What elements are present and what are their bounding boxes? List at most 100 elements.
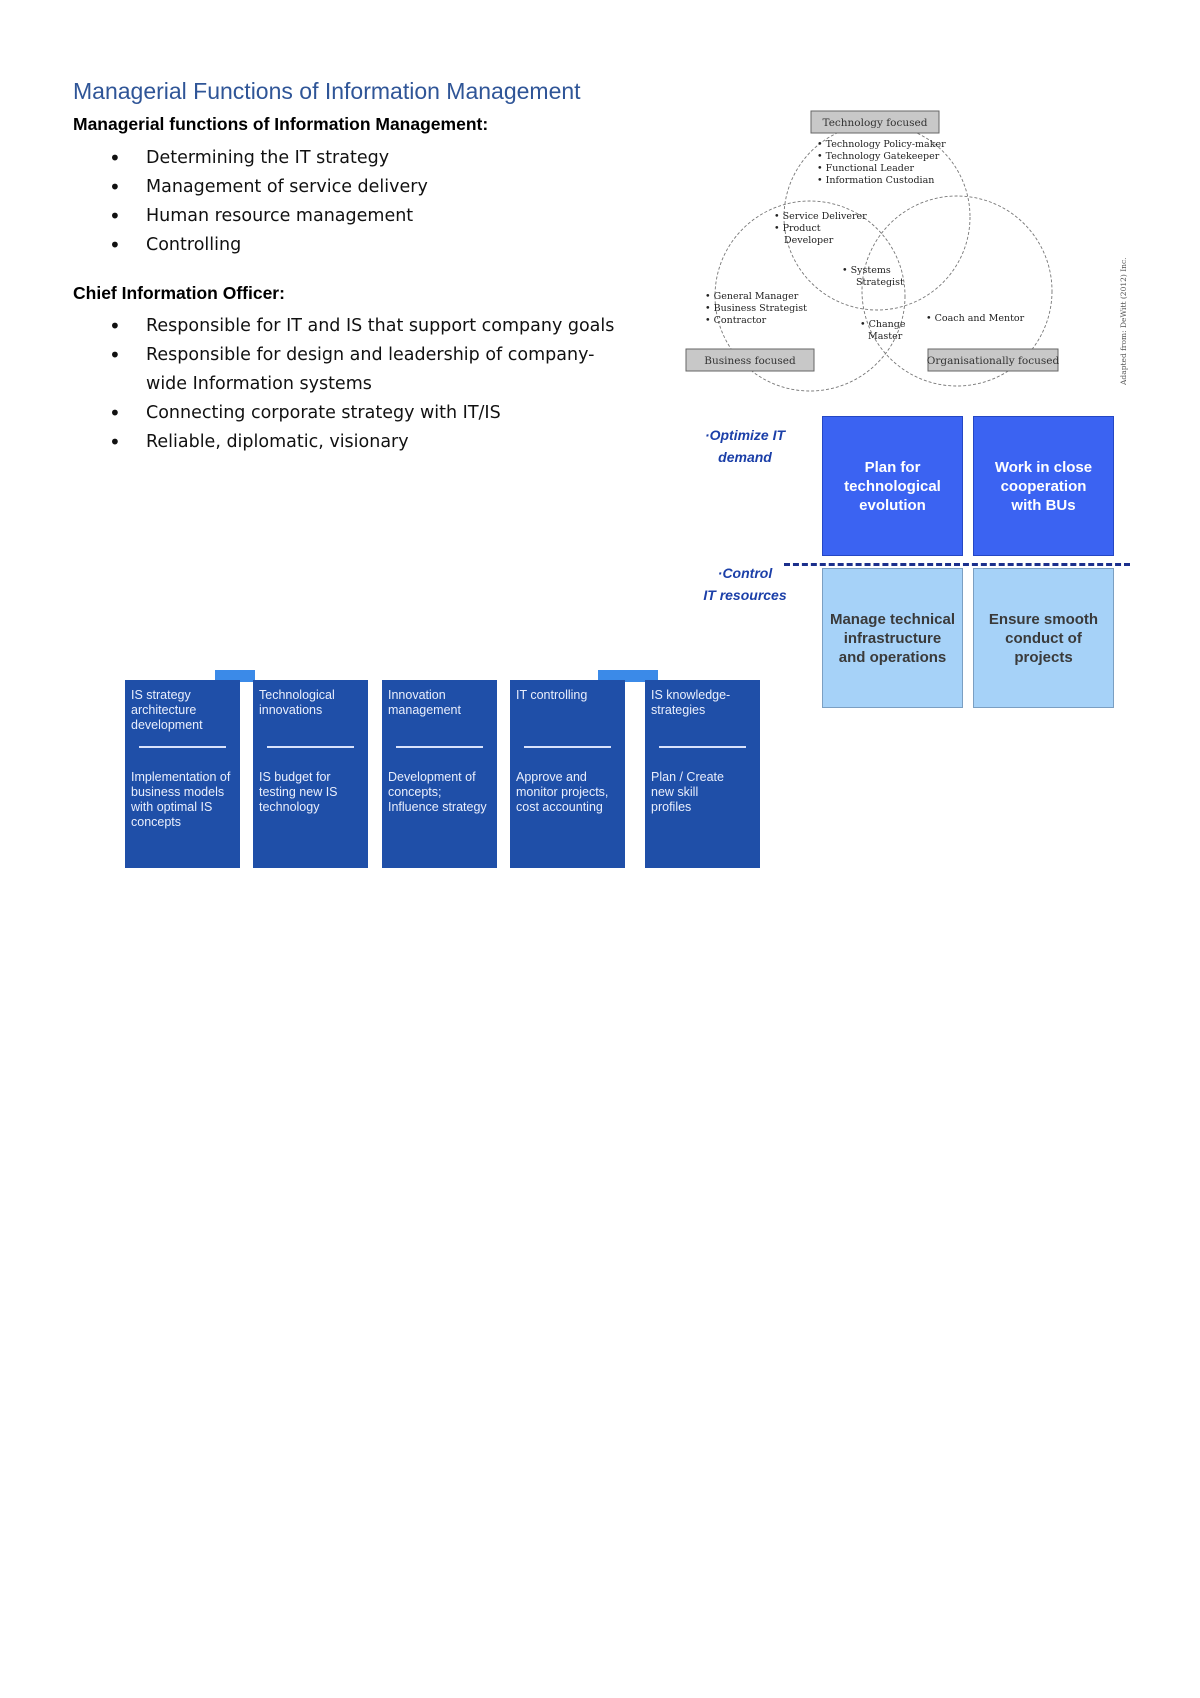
venn-text: • Technology Gatekeeper <box>817 151 940 162</box>
list-item: Human resource management <box>73 202 633 231</box>
column-tab-accent <box>215 670 255 682</box>
cell-line: conduct of <box>1005 629 1082 647</box>
venn-text: Strategist <box>856 277 904 288</box>
venn-text: • General Manager <box>705 291 799 302</box>
venn-label-box <box>810 110 940 134</box>
column-divider <box>267 746 354 748</box>
cell-line: technological <box>844 477 941 495</box>
column-text: IS strategy <box>131 688 191 702</box>
column-divider <box>139 746 226 748</box>
column-text: Technological <box>259 688 335 702</box>
column-text: IS knowledge- <box>651 688 731 702</box>
column-text: development <box>131 718 203 732</box>
section-heading-cio: Chief Information Officer: <box>73 283 285 303</box>
venn-text: • Contractor <box>705 315 767 326</box>
column-tab-accent <box>598 670 658 682</box>
column-text: management <box>388 703 461 717</box>
column-text: new skill <box>651 785 699 799</box>
grid-cell-manage-infrastructure: Manage technical infrastructure and oper… <box>822 568 963 708</box>
list-item: Responsible for IT and IS that support c… <box>73 312 633 341</box>
column-text: Influence strategy <box>388 800 487 814</box>
list-item: Management of service delivery <box>73 173 633 202</box>
column-text: strategies <box>651 703 706 717</box>
list-item: Controlling <box>73 231 633 260</box>
cell-line: with BUs <box>1011 496 1076 514</box>
column-text: monitor projects, <box>516 785 609 799</box>
column-text: technology <box>259 800 320 814</box>
column-text: concepts <box>131 815 182 829</box>
column-text: Implementation of <box>131 770 231 784</box>
venn-text: • Change <box>860 319 906 330</box>
managerial-functions-list: Determining the IT strategy Management o… <box>73 144 633 260</box>
venn-text: Master <box>868 331 903 342</box>
cell-line: Plan for <box>864 458 921 476</box>
venn-text: • Technology Policy-maker <box>817 139 946 150</box>
cio-list: Responsible for IT and IS that support c… <box>73 312 633 457</box>
column-text: Innovation <box>388 688 446 702</box>
grid-divider-dashed <box>784 563 1130 566</box>
row-label-line: IT resources <box>703 587 787 603</box>
list-item: Connecting corporate strategy with IT/IS <box>73 399 633 428</box>
column-text: Plan / Create <box>651 770 724 784</box>
venn-text: • Service Deliverer <box>774 211 867 222</box>
column-text: architecture <box>131 703 197 717</box>
cell-line: Work in close <box>994 458 1093 476</box>
cell-line: projects <box>1014 648 1073 666</box>
list-item: Reliable, diplomatic, visionary <box>73 428 633 457</box>
information-management-function-columns: IS strategy architecture development Imp… <box>120 670 770 870</box>
grid-cell-plan-evolution: Plan for technological evolution <box>822 416 963 556</box>
column-text: Approve and <box>516 770 587 784</box>
page-title: Managerial Functions of Information Mana… <box>73 78 581 104</box>
venn-circle-business <box>714 200 906 392</box>
cell-line: and operations <box>838 648 947 666</box>
column-text: business models <box>131 785 225 799</box>
venn-text: • Information Custodian <box>817 175 934 186</box>
list-item: Determining the IT strategy <box>73 144 633 173</box>
venn-text: • Business Strategist <box>705 303 807 314</box>
venn-text: • Coach and Mentor <box>926 313 1025 324</box>
venn-text: • Functional Leader <box>817 163 914 174</box>
column-divider <box>524 746 611 748</box>
cio-task-grid: ·Optimize IT demand ·Control IT resource… <box>700 410 1130 715</box>
venn-right-label: Organisationally focused <box>927 355 1060 367</box>
column-text: innovations <box>259 703 323 717</box>
cio-roles-venn-diagram: Technology focused Business focused Orga… <box>685 110 1128 392</box>
cell-line: evolution <box>859 496 926 514</box>
row-label-line: ·Optimize IT <box>704 427 786 443</box>
venn-text: Developer <box>784 235 834 246</box>
cell-line: Ensure smooth <box>988 610 1099 628</box>
function-column-it-controlling: IT controlling Approve and monitor proje… <box>510 680 625 868</box>
column-text: IS budget for <box>259 770 331 784</box>
column-divider <box>659 746 746 748</box>
row-label-control: ·Control IT resources <box>700 562 790 606</box>
venn-circle-organisation <box>861 195 1053 387</box>
venn-label-box <box>685 348 815 372</box>
function-column-is-strategy: IS strategy architecture development Imp… <box>125 680 240 868</box>
venn-top-label: Technology focused <box>823 117 928 129</box>
column-text: profiles <box>651 800 692 814</box>
list-item: Responsible for design and leadership of… <box>73 341 633 399</box>
section-heading-managerial-functions: Managerial functions of Information Mana… <box>73 114 489 134</box>
venn-side-note: Adapted from: DeWitt (2012) Inc. <box>1119 257 1128 386</box>
grid-cell-ensure-projects: Ensure smooth conduct of projects <box>973 568 1114 708</box>
column-text: Development of <box>388 770 476 784</box>
column-text: with optimal IS <box>131 800 213 814</box>
function-column-is-knowledge: IS knowledge- strategies Plan / Create n… <box>645 680 760 868</box>
column-text: IT controlling <box>516 688 588 702</box>
venn-label-box <box>927 348 1059 372</box>
column-text: testing new IS <box>259 785 338 799</box>
cell-line: Manage technical <box>829 610 956 628</box>
cell-line: cooperation <box>1000 477 1087 495</box>
column-text: cost accounting <box>516 800 603 814</box>
venn-text: • Product <box>774 223 821 234</box>
row-label-optimize: ·Optimize IT demand <box>700 424 790 468</box>
function-column-technological-innovations: Technological innovations IS budget for … <box>253 680 368 868</box>
grid-cell-work-with-bus: Work in close cooperation with BUs <box>973 416 1114 556</box>
row-label-line: ·Control <box>717 565 773 581</box>
cell-line: infrastructure <box>843 629 942 647</box>
function-column-innovation-management: Innovation management Development of con… <box>382 680 497 868</box>
column-text: concepts; <box>388 785 442 799</box>
venn-text: • Systems <box>842 265 891 276</box>
column-divider <box>396 746 483 748</box>
row-label-line: demand <box>718 449 772 465</box>
